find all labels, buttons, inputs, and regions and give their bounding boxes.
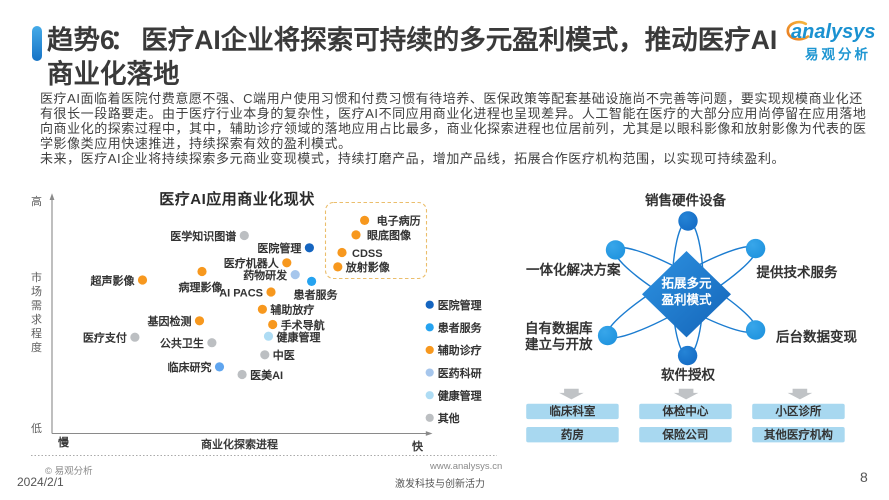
svg-text:医疗机器人: 医疗机器人 <box>224 256 280 270</box>
svg-text:电子病历: 电子病历 <box>377 214 421 228</box>
svg-text:其他: 其他 <box>438 411 460 425</box>
svg-text:手术导航: 手术导航 <box>281 318 325 332</box>
svg-text:健康管理: 健康管理 <box>438 388 482 402</box>
svg-text:医药科研: 医药科研 <box>438 366 482 380</box>
svg-text:慢: 慢 <box>58 435 70 449</box>
svg-text:保险公司: 保险公司 <box>661 428 708 442</box>
svg-text:患者服务: 患者服务 <box>438 321 483 335</box>
svg-text:场: 场 <box>31 284 42 298</box>
svg-text:求: 求 <box>31 313 42 326</box>
svg-text:建立与开放: 建立与开放 <box>524 336 593 352</box>
svg-text:易观分析: 易观分析 <box>805 46 871 62</box>
svg-text:需: 需 <box>31 299 42 312</box>
svg-text:医疗支付: 医疗支付 <box>83 331 127 345</box>
svg-text:超声影像: 超声影像 <box>90 273 136 287</box>
svg-text:健康管理: 健康管理 <box>277 330 321 344</box>
svg-text:药物研发: 药物研发 <box>243 268 288 282</box>
svg-text:度: 度 <box>31 340 42 354</box>
svg-text:医院管理: 医院管理 <box>438 298 482 312</box>
svg-text:医院管理: 医院管理 <box>257 241 301 255</box>
svg-text:CDSS: CDSS <box>352 248 383 260</box>
svg-text:提供技术服务: 提供技术服务 <box>757 264 838 280</box>
svg-text:临床科室: 临床科室 <box>549 404 595 418</box>
svg-text:临床研究: 临床研究 <box>168 360 212 374</box>
svg-text:市: 市 <box>31 270 42 284</box>
svg-text:销售硬件设备: 销售硬件设备 <box>645 192 726 208</box>
svg-text:程: 程 <box>31 327 42 340</box>
svg-text:低: 低 <box>31 422 42 435</box>
svg-text:AI PACS: AI PACS <box>219 287 263 299</box>
svg-text:辅助诊疗: 辅助诊疗 <box>438 343 482 357</box>
svg-text:一体化解决方案: 一体化解决方案 <box>526 262 621 278</box>
svg-text:小区诊所: 小区诊所 <box>774 404 821 418</box>
svg-text:辅助放疗: 辅助放疗 <box>270 303 314 317</box>
svg-text:analysys: analysys <box>791 21 876 43</box>
svg-text:患者服务: 患者服务 <box>294 288 339 302</box>
svg-text:医疗AI应用商业化现状: 医疗AI应用商业化现状 <box>159 190 315 208</box>
svg-text:药房: 药房 <box>561 428 584 442</box>
svg-text:拓展多元: 拓展多元 <box>661 276 712 291</box>
svg-text:盈利模式: 盈利模式 <box>660 292 712 307</box>
svg-text:公共卫生: 公共卫生 <box>160 336 204 350</box>
svg-text:高: 高 <box>31 194 42 208</box>
svg-text:快: 快 <box>411 439 424 453</box>
svg-text:基因检测: 基因检测 <box>147 314 192 328</box>
svg-text:病理影像: 病理影像 <box>179 280 224 294</box>
svg-text:医美AI: 医美AI <box>250 368 283 382</box>
svg-text:眼底图像: 眼底图像 <box>367 228 412 242</box>
svg-text:医学知识图谱: 医学知识图谱 <box>170 229 236 243</box>
svg-text:后台数据变现: 后台数据变现 <box>776 329 857 345</box>
svg-text:中医: 中医 <box>273 348 295 362</box>
svg-text:其他医疗机构: 其他医疗机构 <box>764 428 833 442</box>
svg-text:商业化探索进程: 商业化探索进程 <box>201 437 278 451</box>
svg-text:放射影像: 放射影像 <box>345 260 391 274</box>
svg-text:软件授权: 软件授权 <box>661 367 715 383</box>
svg-text:自有数据库: 自有数据库 <box>525 320 593 336</box>
svg-text:体检中心: 体检中心 <box>662 404 708 418</box>
